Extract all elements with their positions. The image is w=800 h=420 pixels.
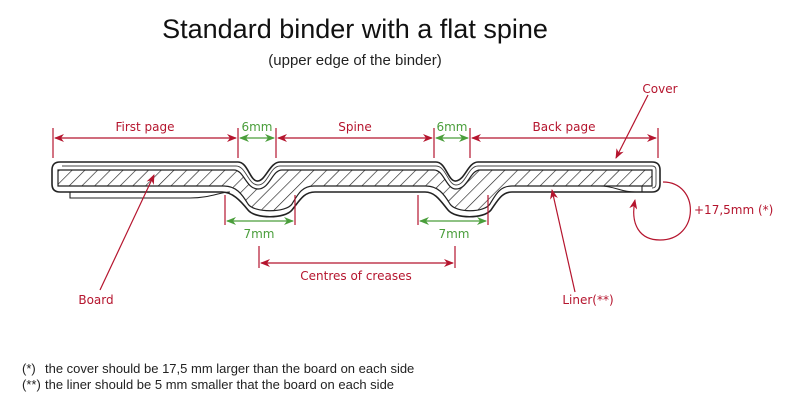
footnote-2: (**) the liner should be 5 mm smaller tha… (22, 377, 394, 392)
liner-right (540, 185, 643, 193)
footnote-1: (*) the cover should be 17,5 mm larger th… (22, 361, 414, 376)
page-subtitle: (upper edge of the binder) (268, 52, 442, 69)
callout-liner-arrow (550, 189, 576, 293)
callout-board-arrow (99, 174, 155, 291)
footnote-1-text: the cover should be 17,5 mm larger than … (45, 361, 415, 376)
label-crease-width-right: 7mm (438, 227, 469, 241)
extension-lines (52, 128, 659, 268)
label-board: Board (78, 293, 113, 307)
page-title: Standard binder with a flat spine (162, 14, 548, 44)
label-back-page: Back page (533, 120, 596, 134)
label-crease-gap-left: 6mm (241, 120, 272, 134)
label-first-page: First page (115, 120, 174, 134)
overhang-curved-arrow (629, 181, 691, 241)
callout-cover-arrow (615, 94, 649, 159)
liner-left (69, 191, 231, 199)
footnote-1-marker: (*) (22, 361, 36, 376)
label-spine: Spine (338, 120, 372, 134)
label-centres-of-creases: Centres of creases (300, 269, 411, 283)
footnote-2-text: the liner should be 5 mm smaller that th… (45, 377, 395, 392)
cover-inner (62, 165, 657, 189)
label-crease-gap-right: 6mm (436, 120, 467, 134)
label-overhang: +17,5mm (*) (694, 203, 773, 217)
footnote-2-marker: (**) (22, 377, 41, 392)
label-crease-width-left: 7mm (243, 227, 274, 241)
cover-outline (51, 161, 661, 218)
board (57, 169, 653, 212)
label-cover: Cover (642, 82, 677, 96)
label-liner: Liner(**) (562, 293, 613, 307)
